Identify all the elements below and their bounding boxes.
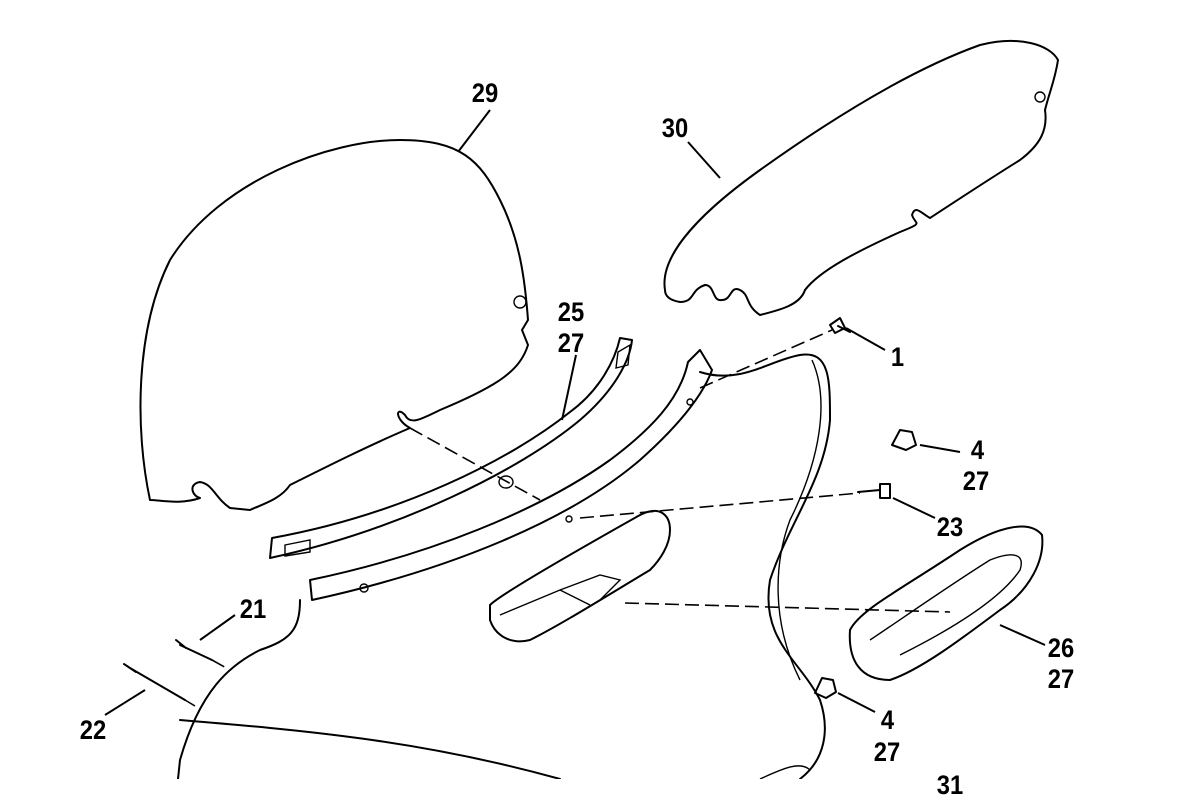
callout-27-lower: 27 bbox=[873, 737, 901, 767]
callout-22: 22 bbox=[79, 715, 107, 745]
callout-29: 29 bbox=[471, 78, 499, 108]
windshield-30 bbox=[663, 39, 1059, 316]
clip-4a bbox=[891, 429, 917, 451]
callout-4-upper: 4 bbox=[970, 435, 985, 465]
callout-30: 30 bbox=[661, 113, 689, 143]
parts-diagram bbox=[104, 39, 1059, 779]
vent-left bbox=[489, 510, 671, 643]
vent-26 bbox=[848, 525, 1044, 681]
callout-27-vent: 27 bbox=[1047, 664, 1075, 694]
fairing-cap bbox=[309, 349, 713, 601]
trim-strip-25 bbox=[269, 337, 633, 559]
screw-21 bbox=[175, 639, 213, 661]
callout-1: 1 bbox=[890, 342, 905, 372]
callout-4-lower: 4 bbox=[880, 705, 895, 735]
outer-fairing bbox=[177, 599, 301, 779]
callout-21: 21 bbox=[239, 594, 267, 624]
callout-27-trim: 27 bbox=[557, 328, 585, 358]
clip-4b bbox=[814, 677, 837, 699]
bolt-22 bbox=[123, 663, 186, 701]
callout-27-upper: 27 bbox=[962, 466, 990, 496]
screw-23 bbox=[857, 483, 891, 499]
callout-23: 23 bbox=[936, 512, 964, 542]
callout-25: 25 bbox=[557, 297, 585, 327]
screw-1 bbox=[829, 317, 851, 334]
callout-26: 26 bbox=[1047, 633, 1075, 663]
windshield-29 bbox=[139, 139, 529, 511]
callout-31-partial: 31 bbox=[936, 770, 964, 800]
